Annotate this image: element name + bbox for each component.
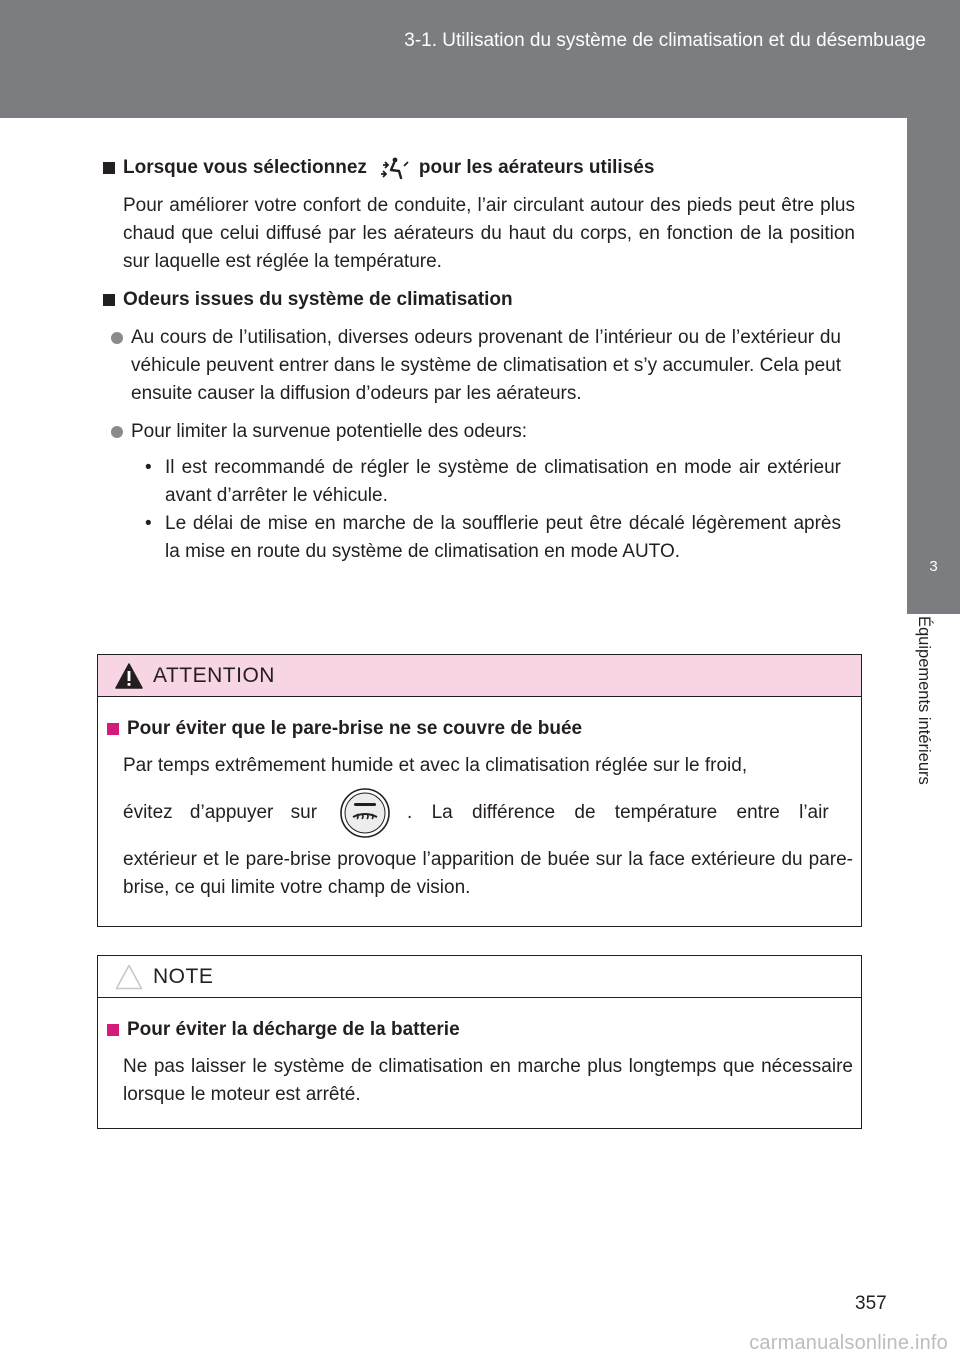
- section-title: 3-1. Utilisation du système de climatisa…: [404, 30, 926, 51]
- header-band: 3-1. Utilisation du système de climatisa…: [0, 0, 960, 118]
- attention-heading: Pour éviter que le pare-brise ne se couv…: [107, 715, 853, 743]
- vents-paragraph: Pour améliorer votre confort de conduite…: [123, 195, 855, 272]
- attention-paragraph: extérieur et le pare-brise provoque l’ap…: [123, 849, 853, 898]
- caution-triangle-icon: [115, 964, 143, 989]
- attention-title: ATTENTION: [153, 663, 275, 687]
- square-bullet-icon: [107, 723, 119, 735]
- chapter-number: 3: [929, 558, 938, 575]
- note-header: NOTE: [98, 956, 861, 998]
- vents-heading: Lorsque vous sélectionnez pour les aérat…: [103, 154, 855, 182]
- attention-line-1: Par temps extrêmement humide et avec la …: [123, 755, 748, 776]
- watermark: carmanualsonline.info: [749, 1332, 948, 1354]
- main-content: Lorsque vous sélectionnez pour les aérat…: [103, 154, 855, 566]
- list-item: Au cours de l’utilisation, diverses odeu…: [111, 324, 855, 408]
- square-bullet-icon: [107, 1024, 119, 1036]
- attention-box: ATTENTION Pour éviter que le pare-brise …: [97, 654, 862, 927]
- note-paragraph: Ne pas laisser le système de climatisati…: [123, 1056, 853, 1105]
- chapter-title: Équipements intérieurs: [915, 616, 933, 785]
- circle-bullet-icon: [111, 426, 123, 438]
- list-item: Pour limiter la survenue potentielle des…: [111, 418, 855, 446]
- feet-and-upper-body-vent-icon: [380, 157, 409, 180]
- chapter-title-vertical: Équipements intérieurs: [907, 614, 960, 844]
- attention-button-line: évitez d’appuyer sur . La différence de …: [123, 780, 853, 846]
- sub-list-item: • Le délai de mise en marche de la souff…: [145, 513, 841, 562]
- note-heading: Pour éviter la décharge de la batterie: [107, 1016, 853, 1044]
- square-bullet-icon: [103, 294, 115, 306]
- warning-triangle-icon: [115, 662, 143, 689]
- sub-list-item: • Il est recommandé de régler le système…: [145, 457, 841, 506]
- circle-bullet-icon: [111, 332, 123, 344]
- windshield-defogger-icon: [340, 788, 390, 838]
- chapter-tab: 3: [907, 118, 960, 614]
- note-box: NOTE Pour éviter la décharge de la batte…: [97, 955, 862, 1129]
- page-number: 357: [855, 1293, 887, 1314]
- odors-heading: Odeurs issues du système de climatisatio…: [103, 286, 855, 314]
- note-title: NOTE: [153, 964, 214, 988]
- square-bullet-icon: [103, 162, 115, 174]
- attention-header: ATTENTION: [98, 655, 861, 697]
